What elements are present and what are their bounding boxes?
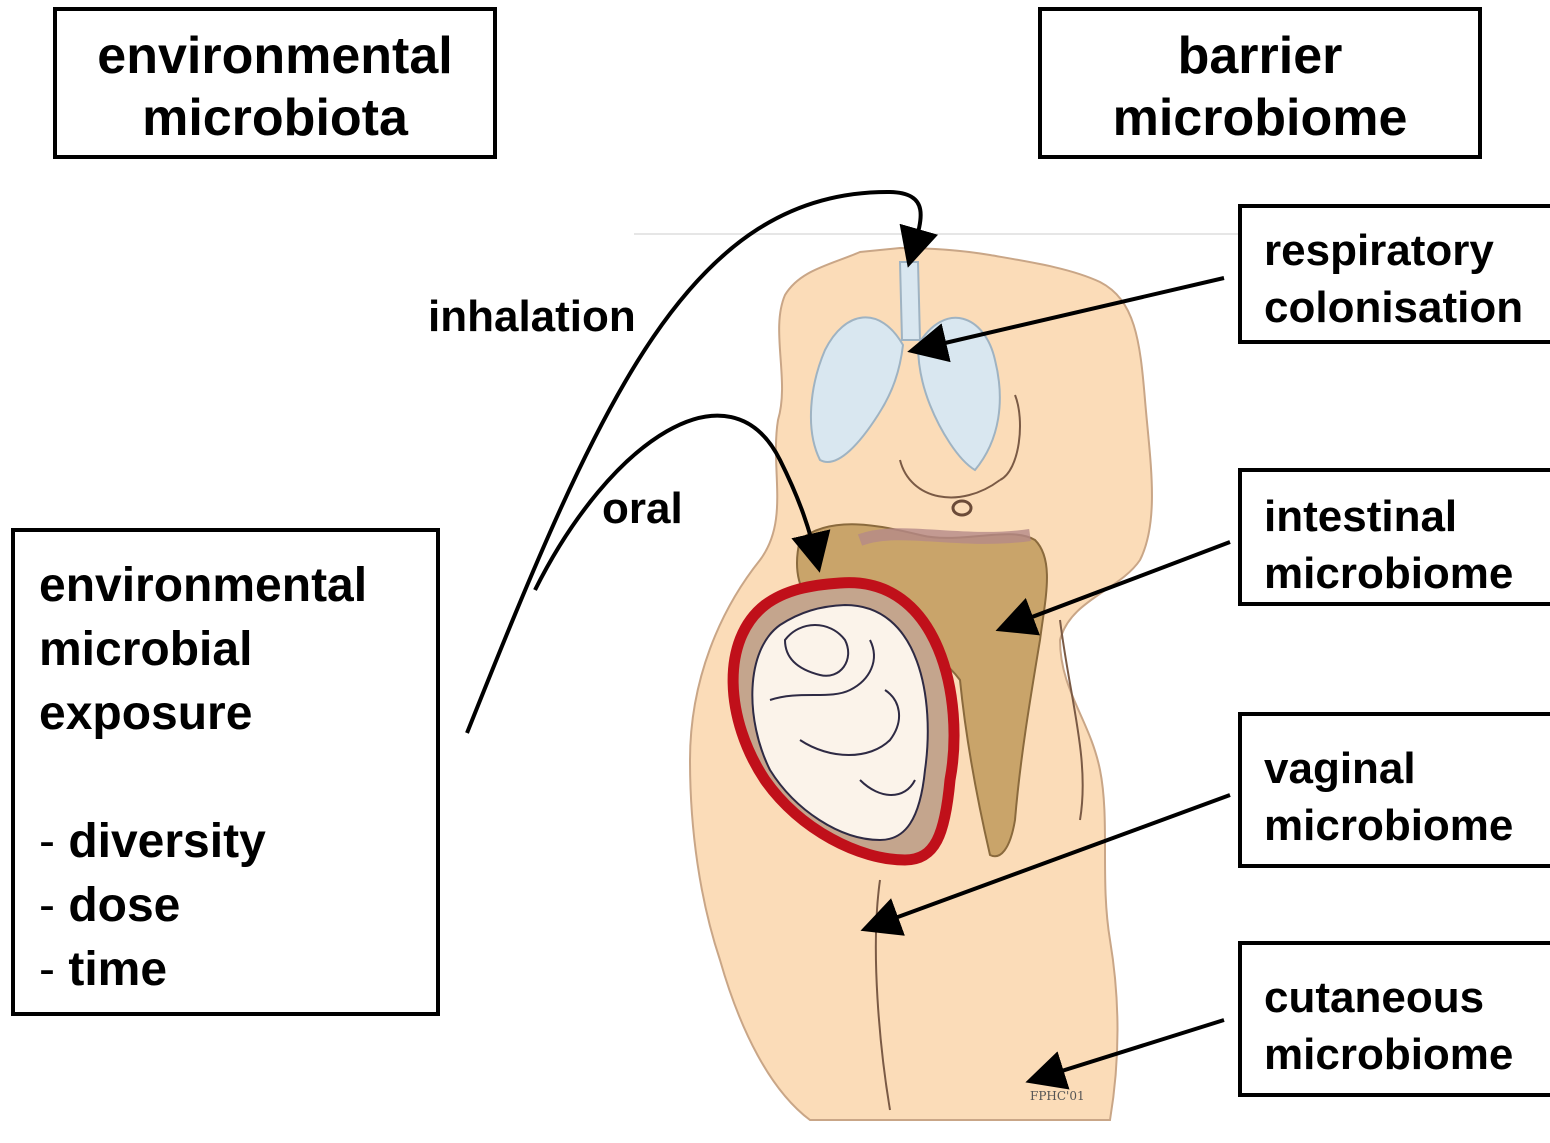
exposure-bullet-time: - time — [39, 938, 436, 1002]
bullet-marker: - — [39, 879, 55, 932]
box-line: cutaneous — [1264, 969, 1550, 1026]
respiratory-colonisation-box: respiratory colonisation — [1238, 204, 1550, 344]
bullet-text: dose — [68, 879, 180, 932]
box-line: colonisation — [1264, 279, 1550, 336]
box-line: microbiome — [1264, 1026, 1550, 1083]
environmental-microbial-exposure-box: environmental microbial exposure - diver… — [11, 528, 440, 1016]
barrier-microbiome-box: barrier microbiome — [1038, 7, 1482, 159]
cutaneous-microbiome-box: cutaneous microbiome — [1238, 941, 1550, 1097]
bullet-text: time — [68, 943, 167, 996]
exposure-line: environmental — [39, 554, 436, 618]
bullet-marker: - — [39, 815, 55, 868]
artist-signature: FPHC'01 — [1030, 1089, 1085, 1103]
exposure-bullet-diversity: - diversity — [39, 810, 436, 874]
vaginal-microbiome-box: vaginal microbiome — [1238, 712, 1550, 868]
environmental-microbiota-box: environmental microbiota — [53, 7, 497, 159]
box-line: microbiome — [1264, 797, 1550, 854]
box-title-line: barrier — [1042, 25, 1478, 87]
box-line: vaginal — [1264, 740, 1550, 797]
box-line: microbiome — [1264, 545, 1550, 602]
exposure-line: microbial — [39, 618, 436, 682]
box-title-line: microbiota — [57, 87, 493, 149]
box-line: intestinal — [1264, 488, 1550, 545]
exposure-bullet-dose: - dose — [39, 874, 436, 938]
intestinal-microbiome-box: intestinal microbiome — [1238, 468, 1550, 606]
bullet-text: diversity — [68, 815, 265, 868]
box-line: respiratory — [1264, 222, 1550, 279]
inhalation-label: inhalation — [428, 292, 636, 342]
oral-label: oral — [602, 484, 683, 534]
box-title-line: microbiome — [1042, 87, 1478, 149]
box-title-line: environmental — [57, 25, 493, 87]
bullet-marker: - — [39, 943, 55, 996]
exposure-line: exposure — [39, 682, 436, 746]
